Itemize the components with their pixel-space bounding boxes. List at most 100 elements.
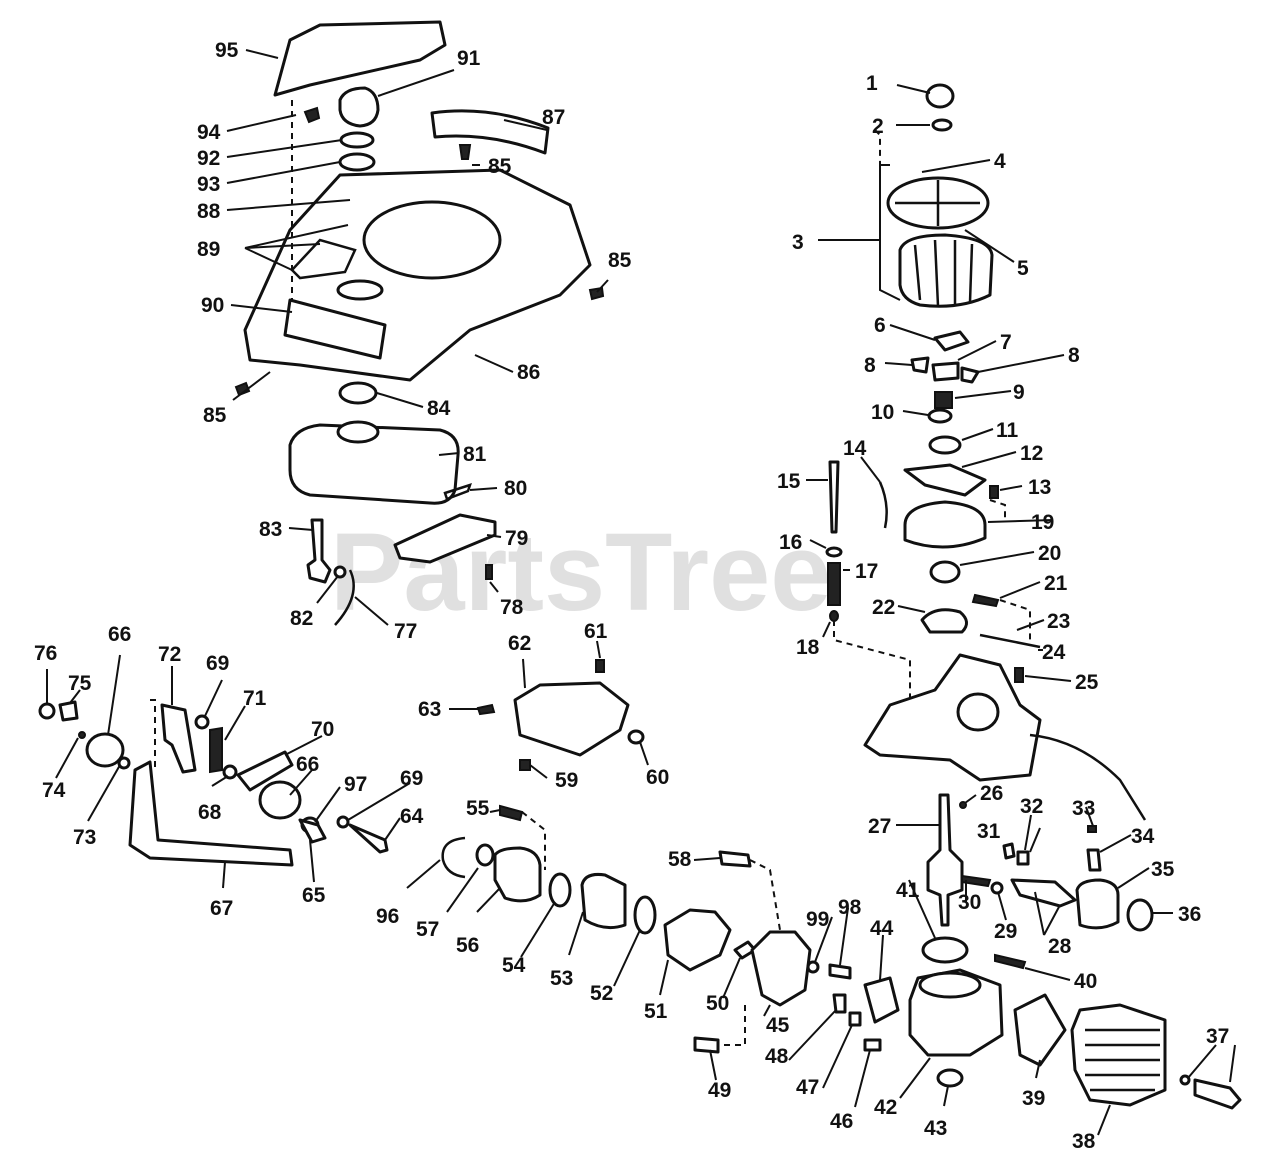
bushing-part [928, 435, 962, 455]
tank-bracket-part [393, 513, 497, 564]
callout-13: 13 [1028, 476, 1051, 499]
connecting-rod-part [1010, 878, 1077, 908]
washer-part [931, 118, 953, 132]
ring-part [475, 843, 495, 867]
seal-part [936, 1068, 964, 1088]
clip-part [832, 993, 847, 1014]
callout-22: 22 [872, 596, 895, 619]
screw-part [1014, 667, 1024, 683]
lever-part [920, 608, 968, 634]
callout-62: 62 [508, 632, 531, 655]
screw-part [303, 106, 321, 124]
throttle-cable-part [1029, 733, 1147, 821]
callout-54: 54 [502, 954, 526, 977]
carburetor-part [663, 908, 732, 972]
air-filter-part [493, 846, 542, 903]
knob-part [338, 86, 380, 128]
clip-part [443, 483, 472, 501]
washer-part [806, 960, 820, 974]
cylinder-fins [1085, 1028, 1160, 1092]
callout-9: 9 [1013, 381, 1025, 404]
callout-33: 33 [1072, 797, 1095, 820]
fuel-hose-part [334, 569, 355, 626]
filter-housing-part [580, 873, 627, 930]
piston-ring-part [1126, 898, 1154, 932]
grommet-part [627, 729, 645, 745]
callout-73: 73 [73, 826, 96, 849]
callout-49: 49 [708, 1079, 731, 1102]
callout-53: 53 [550, 967, 573, 990]
callout-41: 41 [896, 879, 920, 902]
callout-60: 60 [646, 766, 669, 789]
callout-18: 18 [796, 636, 820, 659]
nut-part [990, 881, 1004, 895]
callout-89: 89 [197, 238, 220, 261]
callout-74: 74 [42, 779, 66, 802]
callout-7: 7 [1000, 331, 1012, 354]
pin-part [828, 460, 840, 534]
callout-48: 48 [765, 1045, 789, 1068]
pulley-part [903, 500, 987, 549]
callout-68: 68 [198, 801, 222, 824]
callout-26: 26 [980, 782, 1003, 805]
crankcase-part [863, 653, 1042, 782]
callout-17: 17 [855, 560, 878, 583]
pawl-part [960, 366, 980, 384]
callout-3: 3 [792, 231, 804, 254]
callout-69a: 69 [206, 652, 229, 675]
callout-87: 87 [542, 106, 565, 129]
screw-part [595, 659, 605, 673]
cup-part [931, 361, 960, 382]
gasket-part [1013, 993, 1067, 1067]
washer-part [339, 131, 375, 149]
callout-2: 2 [872, 115, 884, 138]
tank-neck [336, 420, 380, 444]
callout-23: 23 [1047, 610, 1070, 633]
cap-part [338, 381, 378, 405]
callout-24: 24 [1042, 641, 1066, 664]
callout-34: 34 [1131, 825, 1155, 848]
clip-part [1087, 825, 1097, 833]
gasket-part [633, 895, 657, 935]
callout-78: 78 [500, 596, 524, 619]
engine-shapes [825, 83, 1242, 1110]
screw-part [863, 1038, 882, 1052]
callout-8b: 8 [1068, 344, 1080, 367]
callout-30: 30 [958, 891, 981, 914]
nut-part [222, 764, 238, 780]
callout-76: 76 [34, 642, 57, 665]
gasket-part [863, 976, 900, 1024]
callout-37: 37 [1206, 1025, 1229, 1048]
washer-part [117, 756, 131, 770]
callout-93: 93 [197, 173, 220, 196]
crankshaft-part [926, 793, 964, 927]
callout-67: 67 [210, 897, 233, 920]
callout-5: 5 [1017, 257, 1029, 280]
wire-part [878, 481, 888, 529]
callout-85c: 85 [203, 404, 227, 427]
screw-part [298, 818, 327, 844]
callout-20: 20 [1038, 542, 1061, 565]
lever-part [236, 750, 294, 792]
fitting-part [693, 1036, 720, 1054]
callout-83: 83 [259, 518, 282, 541]
callout-11: 11 [996, 419, 1019, 442]
washer-part [78, 731, 86, 739]
callout-94: 94 [197, 121, 221, 144]
callout-32: 32 [1020, 795, 1043, 818]
callout-21: 21 [1044, 572, 1068, 595]
callout-71: 71 [243, 687, 267, 710]
callout-25: 25 [1075, 671, 1099, 694]
screw-part [989, 485, 999, 499]
callout-19: 19 [1031, 511, 1054, 534]
pawl-part [910, 356, 930, 374]
plate-part [903, 463, 987, 497]
callout-72: 72 [158, 643, 181, 666]
knob-part [258, 780, 302, 820]
fuel-valve-part [306, 518, 332, 584]
callout-97: 97 [344, 773, 367, 796]
callout-labels: 1 2 3 4 5 6 7 8 8 9 10 11 12 13 14 15 16… [34, 39, 1229, 1153]
screw-part [588, 286, 605, 301]
callout-59: 59 [555, 769, 578, 792]
callout-16: 16 [779, 531, 802, 554]
